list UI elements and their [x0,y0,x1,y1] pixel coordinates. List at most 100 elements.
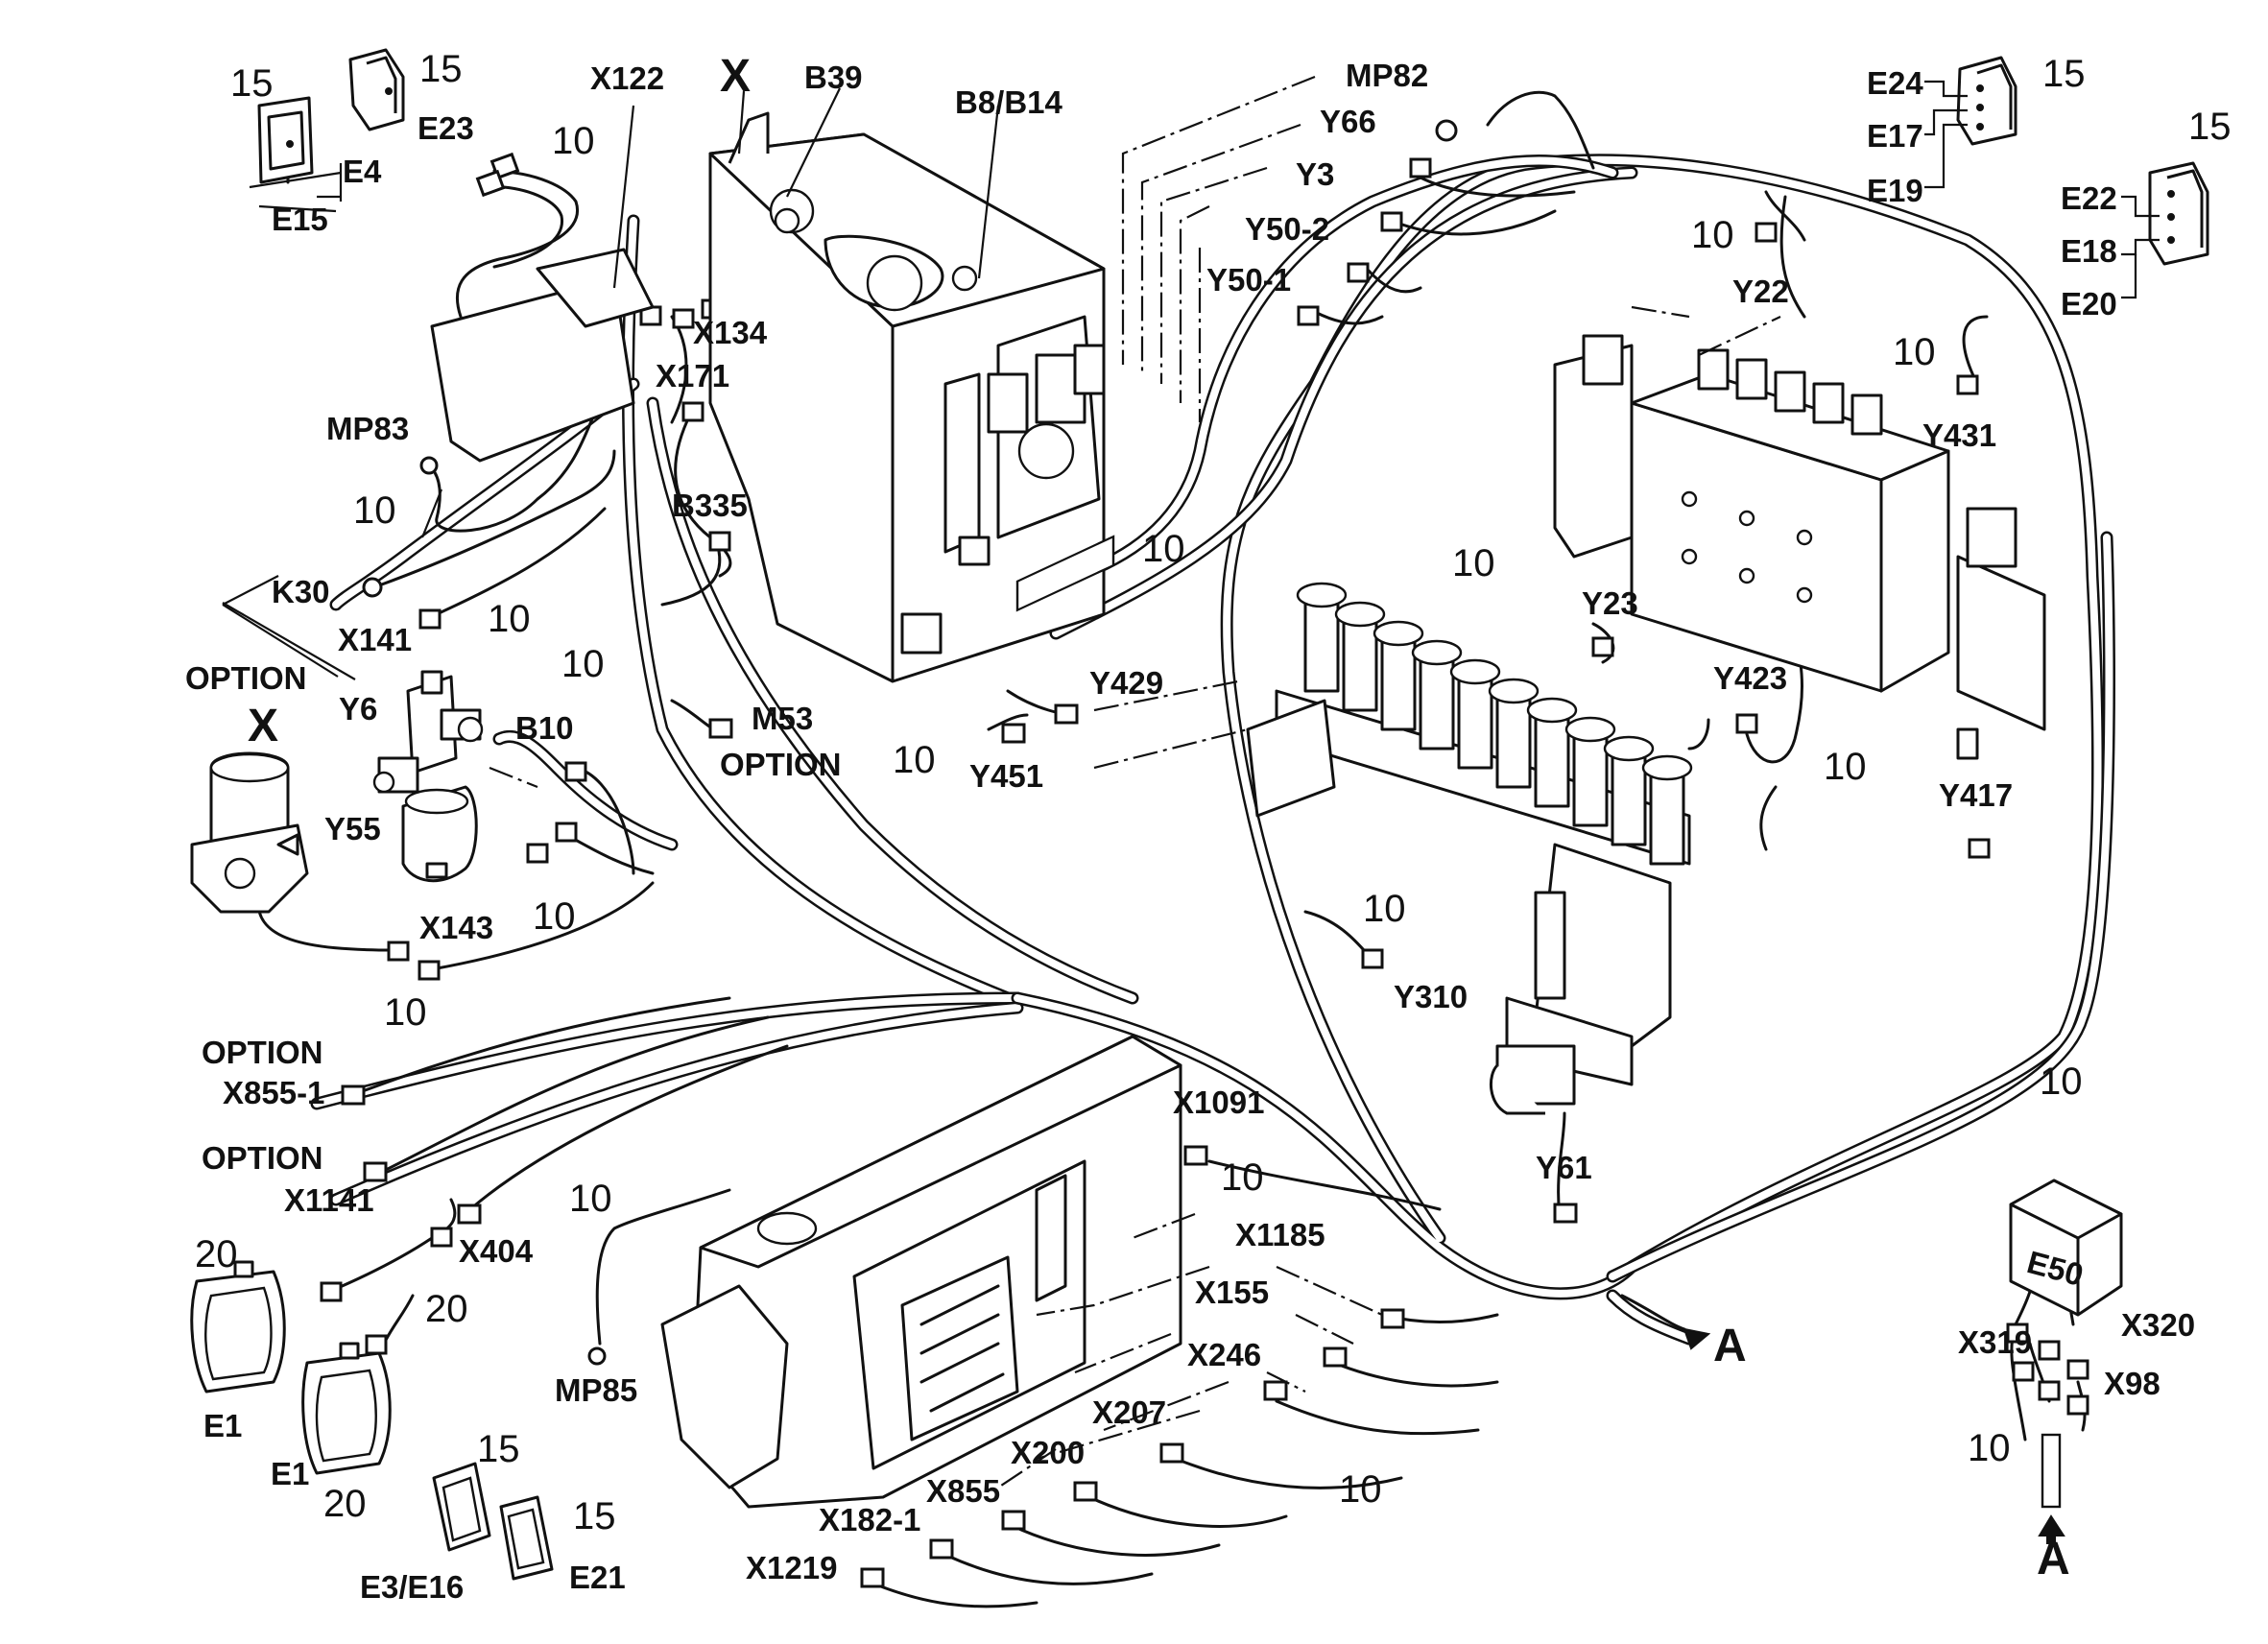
num-15-e24: 15 [2042,53,2086,95]
connector-x171 [681,401,704,422]
connector-e23-b [475,169,506,198]
num-10-x1091: 10 [1221,1156,1264,1199]
connector-b10c [526,843,549,864]
label-y22: Y22 [1732,274,1789,309]
num-10-x143b: 10 [384,991,427,1034]
num-10-frame: 10 [1142,528,1185,570]
label-y6: Y6 [339,691,377,727]
connector-e1-b [365,1334,388,1355]
labels: X X 15 15 E23 E4 E15 10 X122 B39 B8/B14 … [185,48,2232,1605]
label-e1-b: E1 [271,1456,309,1491]
connector-x1219 [860,1567,885,1588]
label-m53: M53 [752,701,813,736]
label-b10: B10 [515,710,574,746]
lamp-e24 [1956,56,2017,146]
label-x143: X143 [419,910,493,945]
ring-terminal-mp82 [1435,119,1458,142]
connector-x98-d [2066,1394,2089,1416]
label-y451: Y451 [969,758,1043,794]
label-y3: Y3 [1296,156,1334,192]
arrow-a-right [1683,1327,1711,1350]
connector-x319 [2006,1322,2029,1344]
lamp-e3-e16 [432,1462,491,1552]
num-10-y23a: 10 [1452,542,1495,584]
num-15-e3: 15 [477,1428,520,1470]
label-y23: Y23 [1582,585,1638,621]
wire-branches [256,90,2087,1608]
connector-e1-a [320,1281,343,1302]
connector-x98-a [2066,1359,2089,1380]
lamp-e23 [348,48,405,131]
connector-y3 [1347,262,1370,283]
connector-x143 [387,941,410,962]
connector-y451 [1001,723,1026,744]
connector-y429 [1054,703,1079,725]
label-x855-1: X855-1 [223,1075,324,1110]
label-y429: Y429 [1089,665,1163,701]
leader-lines [222,75,2160,1489]
label-b8-b14: B8/B14 [955,84,1063,120]
connector-m53 [708,718,733,739]
connector-x404b [430,1227,453,1248]
connector-y310 [1361,948,1384,969]
label-b39: B39 [804,60,863,95]
label-y431: Y431 [1922,417,1996,453]
ring-terminal-k30 [362,577,383,598]
ecu-box [660,535,1182,1509]
label-x171: X171 [656,358,729,393]
lamp-e22 [2148,161,2209,266]
num-10-m53: 10 [893,739,936,781]
connector-x320 [2038,1340,2061,1361]
label-y50-2: Y50-2 [1245,211,1329,247]
num-10-e23: 10 [552,120,595,162]
label-k30: K30 [272,574,330,609]
num-10-y22: 10 [1691,214,1734,256]
num-10-e50: 10 [1968,1427,2011,1469]
label-e22: E22 [2061,180,2117,216]
num-10-b10: 10 [561,643,605,685]
label-e3-e16: E3/E16 [360,1569,464,1605]
label-y66: Y66 [1320,104,1376,139]
num-10-mp83: 10 [353,489,396,532]
num-10-x143: 10 [533,895,576,938]
label-y61: Y61 [1536,1150,1592,1185]
connector-x404 [457,1203,482,1225]
ring-terminal-mp83 [419,456,439,475]
label-mp85: MP85 [555,1372,637,1408]
label-option-2: OPTION [202,1035,323,1070]
connector-b335 [708,531,731,552]
label-x98: X98 [2104,1366,2161,1401]
num-15-e22: 15 [2188,106,2232,148]
pump-motor [190,751,309,914]
connector-x246 [1263,1380,1288,1401]
connector-mp82 [1409,157,1432,179]
label-e1-a: E1 [203,1408,242,1443]
connector-x855 [1001,1510,1026,1531]
label-x122: X122 [590,60,664,96]
manifold-block [1246,582,1693,1115]
connector-y50-1 [1297,305,1320,326]
label-e19: E19 [1867,173,1923,208]
lamp-e4 [257,96,314,184]
label-mp83: MP83 [326,411,409,446]
num-10-x404: 10 [569,1178,612,1220]
label-e20: E20 [2061,286,2117,322]
label-option-3: OPTION [202,1140,323,1176]
connector-b10 [564,761,587,782]
connector-x207 [1159,1442,1184,1464]
label-e15: E15 [272,202,328,237]
sleeve-e50 [2041,1433,2062,1509]
connector-x1185 [1380,1308,1405,1329]
label-option-1: OPTION [185,660,307,696]
label-arrow-a-bottom: A [2037,1534,2070,1584]
lamp-e21 [499,1495,554,1581]
connector-x200 [1073,1481,1098,1502]
label-y50-1: Y50-1 [1206,262,1291,298]
connector-y417 [1968,838,1991,859]
num-20-e1a: 20 [195,1233,238,1275]
control-valve-block [1553,334,2046,760]
num-15-e23: 15 [419,48,463,90]
cylinder-row [1296,582,1693,866]
label-x1141: X1141 [284,1182,374,1218]
